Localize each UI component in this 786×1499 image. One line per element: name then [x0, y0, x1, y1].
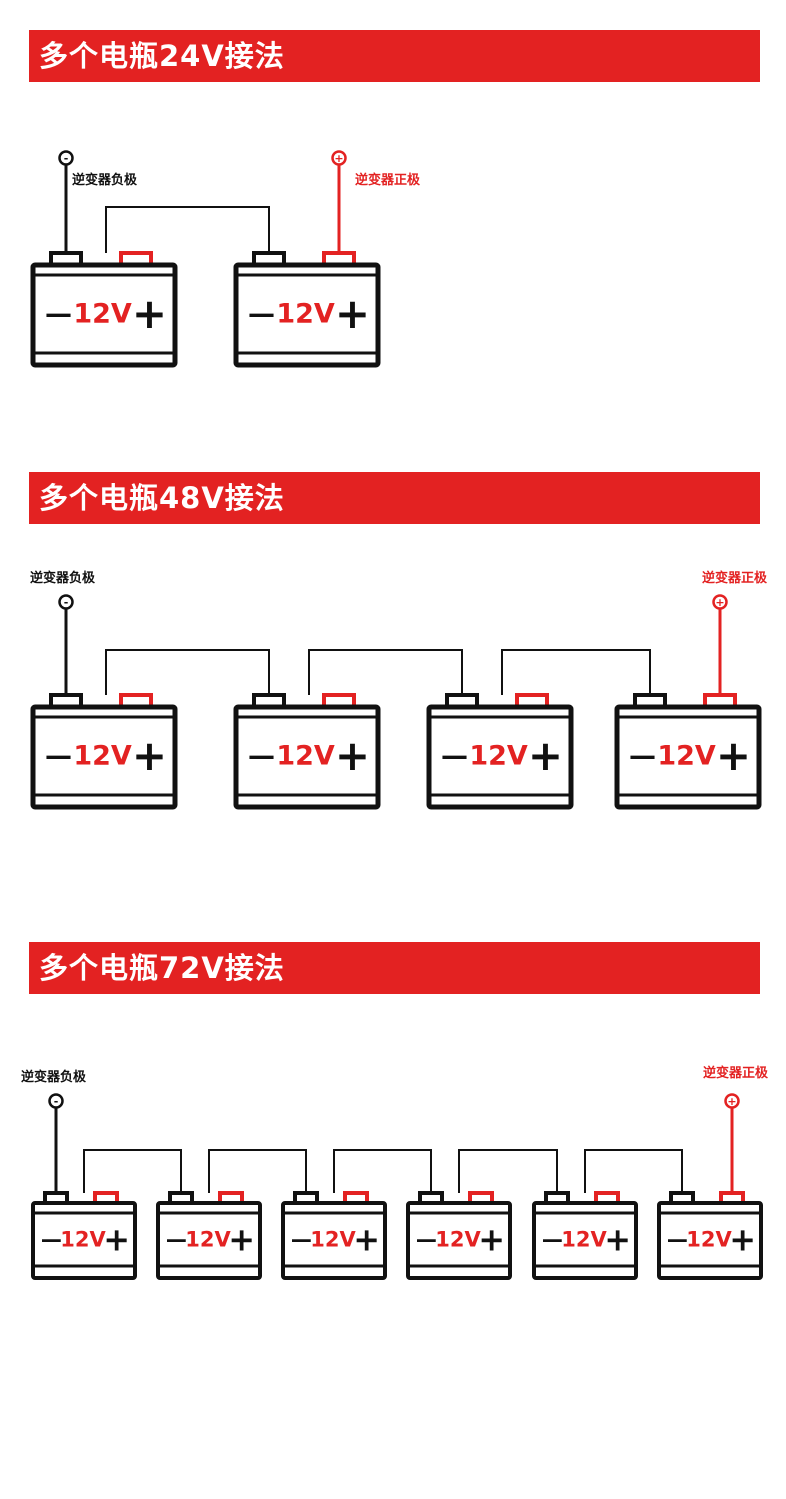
battery-plus-sign: + [528, 731, 563, 780]
battery-minus-sign: — [45, 299, 72, 330]
inverter-negative-label: 逆变器负极 [30, 570, 96, 586]
battery-body [657, 1201, 763, 1280]
series-jumper-wire [83, 1149, 182, 1193]
battery-2: —12V+ [233, 251, 381, 368]
battery-minus-sign: — [416, 1228, 437, 1252]
battery-voltage-label: 12V [561, 1228, 607, 1252]
battery-minus-sign: — [629, 741, 656, 772]
battery-body [30, 704, 178, 810]
inverter-negative-label: 逆变器负极 [21, 1069, 87, 1085]
battery-voltage-label: 12V [469, 741, 528, 772]
positive-terminal-icon [331, 150, 347, 166]
battery-plus-sign: + [228, 1221, 255, 1259]
battery-plus-sign: + [604, 1221, 631, 1259]
series-jumper-wire [105, 206, 270, 253]
positive-symbol: + [334, 152, 343, 165]
battery-voltage-label: 12V [185, 1228, 231, 1252]
section-title-24v: 多个电瓶24V接法 [29, 30, 760, 82]
battery-body [426, 704, 574, 810]
battery-voltage-label: 12V [435, 1228, 481, 1252]
negative-symbol: - [64, 152, 69, 165]
battery-plus-sign: + [478, 1221, 505, 1259]
inverter-negative-label: 逆变器负极 [72, 172, 138, 188]
battery-plus-sign: + [132, 289, 167, 338]
diagram-72v: —12V+—12V+—12V+—12V+—12V+—12V+-逆变器负极+逆变器… [21, 1065, 769, 1280]
negative-symbol: - [64, 596, 69, 609]
negative-terminal-icon [48, 1093, 64, 1109]
battery-body [233, 704, 381, 810]
inverter-positive-label: 逆变器正极 [702, 570, 768, 586]
positive-symbol: + [727, 1095, 736, 1108]
battery-2: —12V+ [233, 693, 381, 810]
battery-voltage-label: 12V [310, 1228, 356, 1252]
battery-body [406, 1201, 512, 1280]
inverter-positive-label: 逆变器正极 [703, 1065, 769, 1081]
battery-body [233, 262, 381, 368]
battery-body [532, 1201, 638, 1280]
battery-3: —12V+ [426, 693, 574, 810]
battery-plus-sign: + [729, 1221, 756, 1259]
battery-body [281, 1201, 387, 1280]
battery-minus-sign: — [667, 1228, 688, 1252]
battery-body [30, 262, 178, 368]
battery-plus-sign: + [132, 731, 167, 780]
battery-4: —12V+ [406, 1191, 512, 1280]
battery-body [614, 704, 762, 810]
series-jumper-wire [308, 649, 463, 695]
positive-symbol: + [715, 596, 724, 609]
battery-plus-sign: + [335, 731, 370, 780]
battery-4: —12V+ [614, 693, 762, 810]
battery-minus-sign: — [166, 1228, 187, 1252]
series-jumper-wire [105, 649, 270, 695]
battery-voltage-label: 12V [73, 299, 132, 330]
battery-body [156, 1201, 262, 1280]
series-jumper-wire [333, 1149, 432, 1193]
section-title-48v: 多个电瓶48V接法 [29, 472, 760, 524]
battery-5: —12V+ [532, 1191, 638, 1280]
battery-plus-sign: + [335, 289, 370, 338]
battery-plus-sign: + [716, 731, 751, 780]
battery-1: —12V+ [30, 693, 178, 810]
series-jumper-wire [458, 1149, 558, 1193]
positive-terminal-icon [724, 1093, 740, 1109]
battery-plus-sign: + [353, 1221, 380, 1259]
battery-minus-sign: — [41, 1228, 62, 1252]
negative-terminal-icon [58, 150, 74, 166]
battery-6: —12V+ [657, 1191, 763, 1280]
battery-voltage-label: 12V [686, 1228, 732, 1252]
battery-voltage-label: 12V [276, 741, 335, 772]
battery-3: —12V+ [281, 1191, 387, 1280]
battery-plus-sign: + [103, 1221, 130, 1259]
negative-symbol: - [54, 1095, 59, 1108]
section-title-72v: 多个电瓶72V接法 [29, 942, 760, 994]
series-jumper-wire [208, 1149, 307, 1193]
battery-voltage-label: 12V [60, 1228, 106, 1252]
battery-minus-sign: — [441, 741, 468, 772]
battery-body [31, 1201, 137, 1280]
negative-terminal-icon [58, 594, 74, 610]
diagram-24v: —12V+—12V+-逆变器负极+逆变器正极 [30, 150, 421, 368]
battery-1: —12V+ [31, 1191, 137, 1280]
battery-voltage-label: 12V [657, 741, 716, 772]
battery-1: —12V+ [30, 251, 178, 368]
battery-voltage-label: 12V [73, 741, 132, 772]
diagram-48v: —12V+—12V+—12V+—12V+-逆变器负极+逆变器正极 [30, 570, 768, 810]
positive-terminal-icon [712, 594, 728, 610]
battery-2: —12V+ [156, 1191, 262, 1280]
battery-voltage-label: 12V [276, 299, 335, 330]
battery-minus-sign: — [248, 299, 275, 330]
series-jumper-wire [501, 649, 651, 695]
battery-minus-sign: — [542, 1228, 563, 1252]
battery-minus-sign: — [248, 741, 275, 772]
inverter-positive-label: 逆变器正极 [355, 172, 421, 188]
series-jumper-wire [584, 1149, 683, 1193]
battery-minus-sign: — [291, 1228, 312, 1252]
battery-minus-sign: — [45, 741, 72, 772]
